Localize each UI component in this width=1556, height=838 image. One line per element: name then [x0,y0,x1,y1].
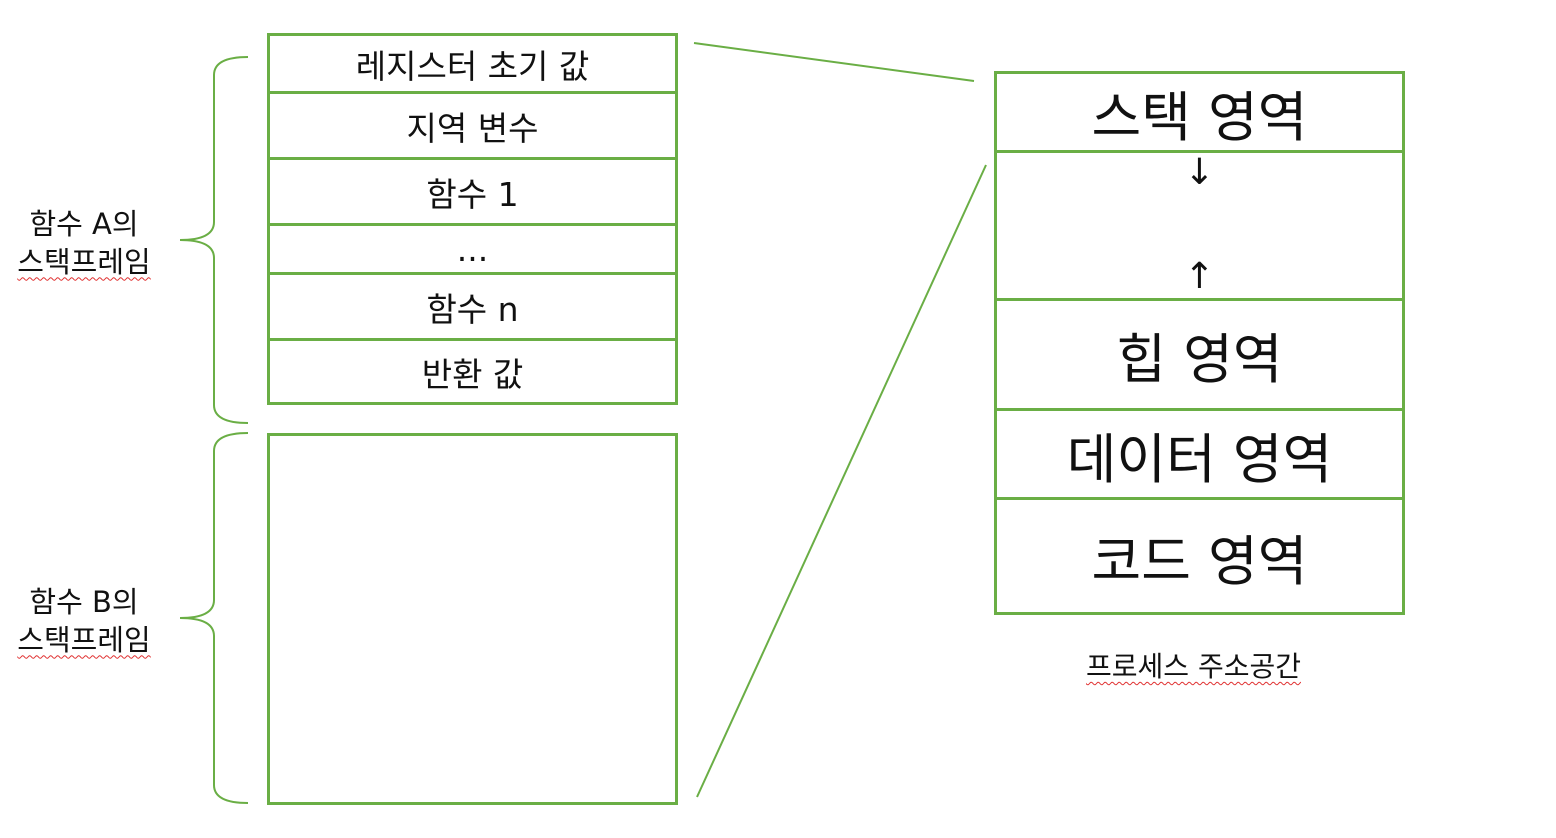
connector-line-top [693,42,975,82]
process-address-space-box: 스택 영역 ↓ ↑ 힙 영역 데이터 영역 코드 영역 [994,71,1405,615]
stack-frame-a-label-line2: 스택프레임 [17,244,151,279]
stack-row-func-1: 함수 1 [270,160,675,226]
stack-segment: 스택 영역 [997,74,1402,153]
stack-frame-a-label: 함수 A의 스택프레임 [4,206,164,281]
free-gap-segment: ↓ ↑ [997,153,1402,301]
connector-line-bottom [696,164,987,798]
arrow-up-icon: ↑ [1184,256,1215,297]
process-space-caption: 프로세스 주소공간 [1086,645,1301,685]
process-space-caption-text: 프로세스 주소공간 [1086,650,1301,683]
stack-frame-b-box [267,433,678,805]
stack-row-return-value: 반환 값 [421,354,524,394]
stack-row-func-n: 함수 n [270,275,675,341]
stack-frame-b-label-line2: 스택프레임 [17,622,151,657]
heap-segment: 힙 영역 [997,301,1402,411]
stack-frame-b-label-line1: 함수 B의 [29,585,139,619]
stack-row-ellipsis: ... [270,226,675,275]
stack-row-register-init: 레지스터 초기 값 [270,36,675,94]
heap-segment-label: 힙 영역 [1116,328,1283,391]
arrow-down-icon: ↓ [1184,152,1215,193]
stack-row-local-vars: 지역 변수 [270,94,675,160]
code-segment: 코드 영역 [1091,529,1308,593]
stack-frame-a-box: 레지스터 초기 값 지역 변수 함수 1 ... 함수 n 반환 값 [267,33,678,405]
stack-frame-a-label-line1: 함수 A의 [29,207,139,241]
stack-frame-b-label: 함수 B의 스택프레임 [4,584,164,659]
brace-b [179,432,249,804]
brace-a [179,56,249,424]
data-segment: 데이터 영역 [997,411,1402,500]
